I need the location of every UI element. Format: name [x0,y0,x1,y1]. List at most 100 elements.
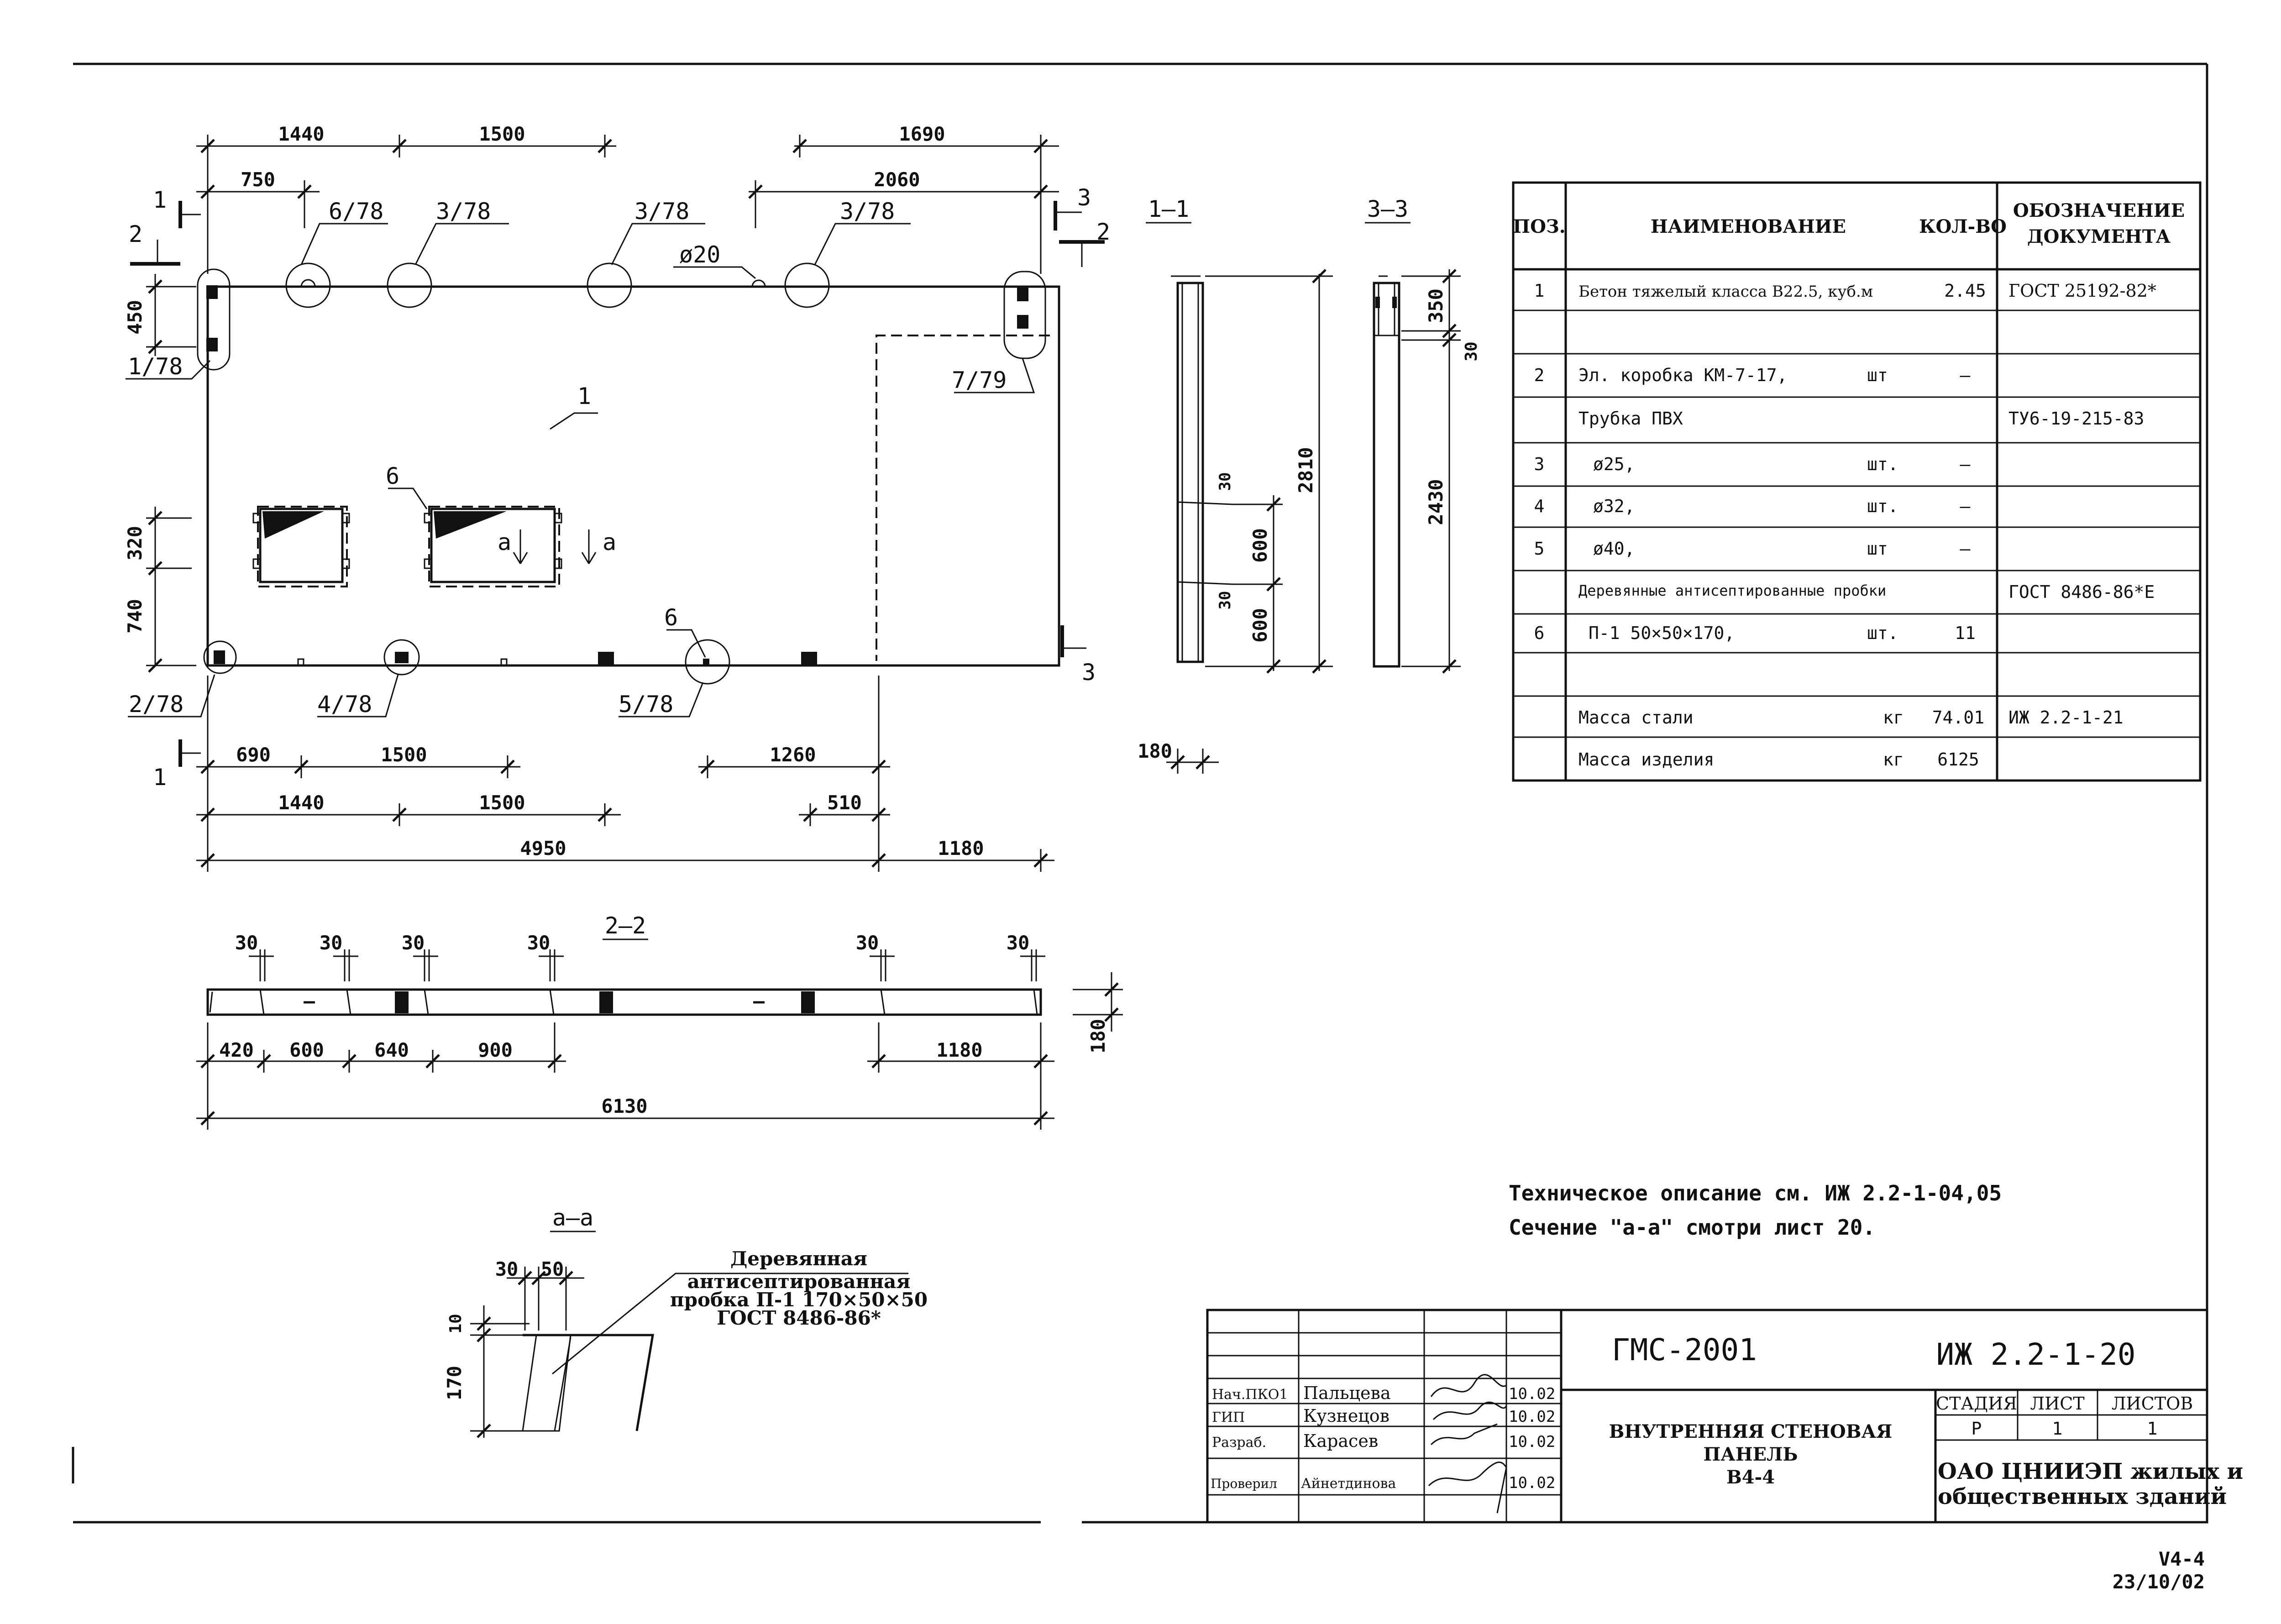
spec-row-pos: 4 [1534,496,1545,516]
spec-row-name: Масса изделия [1578,749,1714,770]
title-person: Пальцева [1303,1383,1391,1403]
print-stamp: V4-4 23/10/02 [2113,1548,2205,1593]
title-date: 10.02 [1509,1433,1555,1451]
title-sheets-header: ЛИСТОВ [2112,1393,2193,1414]
callout-3-78a: 3/78 [436,198,491,225]
dim-sec1-2810: 2810 [1295,447,1317,493]
spec-row-name: ø25, [1593,454,1635,474]
dim-sec1-600a: 600 [1249,528,1271,563]
dim-left-740: 740 [124,599,146,634]
dimensions-left: 450 320 740 [124,274,196,672]
title-date: 10.02 [1509,1408,1555,1426]
dim-sec3-2430: 2430 [1425,479,1447,525]
dim-22-900: 900 [478,1039,513,1061]
dim-bot-1500a: 1500 [381,744,427,766]
callout-4-78: 4/78 [317,691,372,718]
spec-row-unit: шт [1867,539,1888,559]
callout-6-78: 6/78 [329,198,383,225]
dim-bot-690: 690 [236,744,271,766]
spec-row-name: Бетон тяжелый класса В22.5, куб.м [1578,283,1873,301]
dimensions-bottom: 690 1500 1260 1440 1500 510 4950 1180 [196,676,1054,872]
spec-row-unit: кг [1883,749,1904,770]
section-cut-markers: 1 1 2 3 2 3 a a [129,184,1110,791]
title-code: ГМС-2001 [1612,1332,1757,1367]
title-role: ГИП [1212,1409,1245,1425]
title-stage: Р [1972,1419,1982,1439]
spec-row-qty: – [1960,454,1971,474]
callout-3-78c: 3/78 [840,198,895,225]
stamp-code: V4-4 [2159,1548,2205,1570]
spec-row-qty: 6125 [1937,749,1979,770]
dim-sec1-180: 180 [1138,740,1172,762]
callout-5-78: 5/78 [619,691,673,718]
title-date: 10.02 [1509,1474,1555,1492]
spec-row-name: Деревянные антисептированные пробки [1578,582,1886,599]
spec-row-qty: – [1960,365,1971,385]
section-1-1-title: 1–1 [1148,196,1189,222]
dim-bot-1500b: 1500 [479,791,525,814]
aa-note-line4: ГОСТ 8486-86* [717,1307,881,1329]
title-person: Кузнецов [1303,1406,1390,1426]
spec-row-qty: 11 [1955,623,1976,643]
spec-row-name: Трубка ПВХ [1578,409,1683,429]
aa-note-line1: Деревянная [730,1247,867,1270]
dim-top-2060: 2060 [874,168,920,191]
dim-bot-1180: 1180 [938,837,984,859]
title-role: Нач.ПКО1 [1212,1387,1288,1403]
dim-sec1-30a: 30 [1216,472,1234,491]
section-3-3-title: 3–3 [1367,196,1408,222]
cut-3-bottom: 3 [1082,659,1096,686]
section-2-2-title: 2–2 [605,912,646,939]
spec-row-doc: ТУ6-19-215-83 [2008,409,2144,429]
spec-row-pos: 3 [1534,454,1545,474]
callout-phi20: ø20 [679,241,720,268]
dim-sec1-30b: 30 [1216,591,1234,610]
dim-sec1-600b: 600 [1249,608,1271,643]
cut-1-bottom: 1 [153,764,167,791]
position-6b: 6 [664,604,678,631]
dim-aa-10: 10 [446,1314,465,1333]
aa-note-line2: антисептированная [687,1270,911,1293]
title-name-line1: ВНУТРЕННЯЯ СТЕНОВАЯ [1609,1421,1893,1442]
position-6a: 6 [386,463,399,489]
spec-row-pos: 5 [1534,539,1545,559]
section-3-3: 3–3 350 30 2430 [1365,196,1481,673]
spec-row-unit: шт [1867,365,1888,385]
callout-3-78b: 3/78 [634,198,689,225]
dim-22-6130: 6130 [601,1095,647,1117]
dim-22-30f: 30 [1007,932,1030,954]
note-tech-description: Техническое описание см. ИЖ 2.2-1-04,05 [1509,1181,2002,1205]
dim-top-750: 750 [241,168,275,191]
cut-2-right: 2 [1096,219,1110,245]
spec-header-doc2: ДОКУМЕНТА [2027,226,2171,247]
spec-row-pos: 2 [1534,365,1545,385]
spec-row-name: Масса стали [1578,707,1694,728]
spec-row-doc: ИЖ 2.2-1-21 [2008,707,2124,728]
spec-row-name: ø32, [1593,496,1635,516]
spec-row-doc: ГОСТ 8486-86*Е [2008,582,2155,602]
dim-bot-4950: 4950 [520,837,566,859]
dim-aa-170: 170 [443,1366,466,1400]
dim-top-1690: 1690 [899,123,945,145]
dim-sec3-30: 30 [1462,341,1481,361]
cut-1-top: 1 [153,187,167,213]
spec-row-qty: – [1960,539,1971,559]
dim-left-320: 320 [124,526,146,561]
dim-22-600: 600 [289,1039,324,1061]
title-org-line2: общественных зданий [1938,1484,2227,1509]
spec-header-pos: ПОЗ. [1513,216,1565,237]
title-name-line3: В4-4 [1726,1467,1775,1488]
title-sheet-header: ЛИСТ [2030,1393,2084,1414]
spec-row-doc: ГОСТ 25192-82* [2008,281,2156,301]
dim-aa-50: 50 [541,1258,564,1280]
aa-note-line3: пробка П-1 170×50×50 [670,1289,928,1311]
title-date: 10.02 [1509,1385,1555,1403]
spec-row-unit: шт. [1867,623,1898,643]
dim-top-1500: 1500 [479,123,525,145]
cut-a-left: a [498,529,511,555]
dim-22-30c: 30 [402,932,425,954]
title-person: Айнетдинова [1301,1476,1396,1492]
spec-row-name: Эл. коробка КМ-7-17, [1578,365,1788,385]
dimensions-top: 1440 1500 1690 750 2060 [196,123,1059,274]
